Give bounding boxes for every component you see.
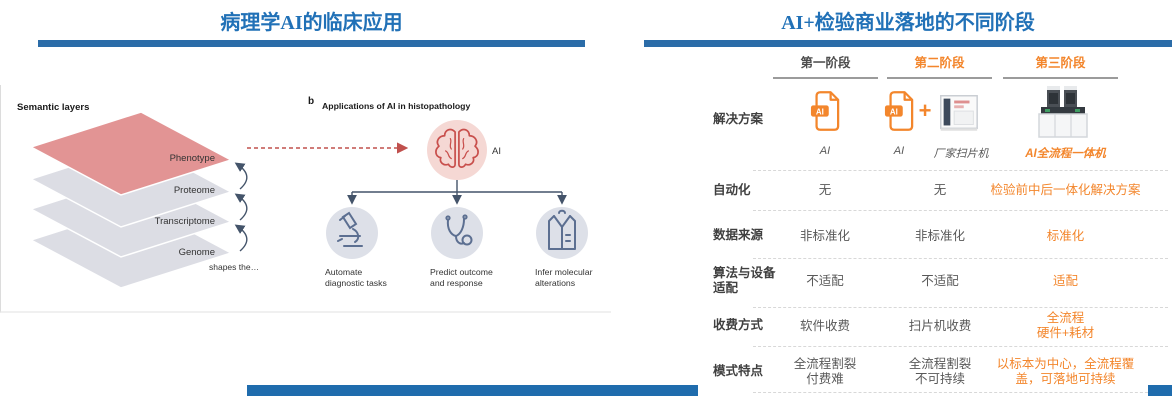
ai-badge-text: AI xyxy=(890,107,898,116)
lab-coat-icon xyxy=(548,209,576,250)
row-separator xyxy=(753,307,1168,308)
histopathology-figure: Semantic layers Phenotype Proteome Trans… xyxy=(0,85,611,313)
panel-b-title: Applications of AI in histopathology xyxy=(322,101,470,111)
fit-stage2-cell: 不适配 xyxy=(921,274,959,288)
stage-2-scanner-caption: 厂家扫片机 xyxy=(933,148,989,160)
row-label-automation: 自动化 xyxy=(713,183,751,197)
panel-b-marker: b xyxy=(308,96,314,107)
data-source-stage2-cell: 非标准化 xyxy=(914,229,965,243)
all-in-one-machine-icon xyxy=(1038,86,1088,138)
ai-file-icon: AI xyxy=(810,91,840,131)
plus-sign: + xyxy=(918,98,932,123)
application-label-line1: Predict outcome xyxy=(430,267,493,277)
automation-stage1-cell: 无 xyxy=(818,183,832,197)
row-label-model-traits: 模式特点 xyxy=(713,364,764,378)
charging-stage3-cell: 全流程 硬件+耗材 xyxy=(1036,311,1095,340)
stage-3-header-rule xyxy=(1003,77,1118,79)
brain-icon xyxy=(435,128,479,168)
fit-stage1-cell: 不适配 xyxy=(806,274,844,288)
application-label-line2: diagnostic tasks xyxy=(325,278,387,288)
proteome-label: Proteome xyxy=(174,185,215,196)
stage-2-header-rule xyxy=(887,77,992,79)
right-slide-title: AI+检验商业落地的不同阶段 xyxy=(781,12,1035,34)
data-source-stage3-cell: 标准化 xyxy=(1046,229,1085,243)
ai-badge-text: AI xyxy=(816,107,824,116)
left-slide-bottom-bar xyxy=(247,385,698,396)
application-label-line2: and response xyxy=(430,278,483,288)
right-slide-bottom-bar xyxy=(1148,385,1172,396)
right-title-underline-bar xyxy=(644,40,1172,47)
application-label-line2: alterations xyxy=(535,278,576,288)
stethoscope-icon xyxy=(445,214,473,246)
stage-2-header: 第二阶段 xyxy=(914,56,965,70)
left-title-underline-bar xyxy=(38,40,585,47)
application-label-line1: Infer molecular xyxy=(535,267,593,277)
row-label-solution: 解决方案 xyxy=(713,112,764,126)
row-separator xyxy=(753,346,1168,347)
automation-stage3-cell: 检验前中后一体化解决方案 xyxy=(990,183,1141,197)
genome-label: Genome xyxy=(179,247,215,258)
row-separator xyxy=(753,210,1168,211)
microscope-circle xyxy=(326,207,378,259)
figure-svg: Semantic layers Phenotype Proteome Trans… xyxy=(17,96,593,289)
ai-file-icon: AI xyxy=(884,91,914,131)
traits-stage3-cell: 以标本为中心，全流程覆 盖，可落地可持续 xyxy=(996,357,1135,386)
shapes-the-note: shapes the… xyxy=(209,262,259,272)
row-separator xyxy=(753,392,1168,393)
stage-1-header: 第一阶段 xyxy=(800,56,851,70)
traits-stage1-cell: 全流程割裂 付费难 xyxy=(793,357,857,386)
stethoscope-circle xyxy=(431,207,483,259)
phenotype-layer xyxy=(29,111,233,196)
semantic-layers-label: Semantic layers xyxy=(17,102,89,113)
fit-stage3-cell: 适配 xyxy=(1052,274,1078,288)
row-separator xyxy=(753,170,1168,171)
traits-stage2-cell: 全流程割裂 不可持续 xyxy=(908,357,972,386)
microscope-icon xyxy=(337,211,363,247)
phenotype-label: Phenotype xyxy=(170,153,215,164)
slide-scanner-icon xyxy=(940,95,978,131)
layer-up-arrows xyxy=(234,162,248,252)
row-label-charging-model: 收费方式 xyxy=(713,318,764,332)
ai-node-label: AI xyxy=(492,146,501,157)
data-source-stage1-cell: 非标准化 xyxy=(799,229,850,243)
charging-stage1-cell: 软件收费 xyxy=(799,319,850,333)
branch-connectors xyxy=(347,180,567,205)
automation-stage2-cell: 无 xyxy=(933,183,947,197)
layer-stack xyxy=(29,111,233,289)
charging-stage2-cell: 扫片机收费 xyxy=(908,319,972,333)
stage-2-ai-caption: AI xyxy=(893,145,905,157)
stage-1-header-rule xyxy=(773,77,878,79)
left-slide-title: 病理学AI的临床应用 xyxy=(220,12,403,34)
transcriptome-label: Transcriptome xyxy=(155,216,215,227)
brain-circle-background xyxy=(427,120,487,180)
stage-1-solution-caption: AI xyxy=(819,145,831,157)
row-label-data-source: 数据来源 xyxy=(713,228,764,242)
row-label-algorithm-device-fit: 算法与设备 适配 xyxy=(713,266,776,295)
stage-3-header: 第三阶段 xyxy=(1035,56,1086,70)
stage-3-solution-caption: AI全流程一体机 xyxy=(1025,148,1106,160)
application-label-line1: Automate xyxy=(325,267,362,277)
row-separator xyxy=(753,258,1168,259)
